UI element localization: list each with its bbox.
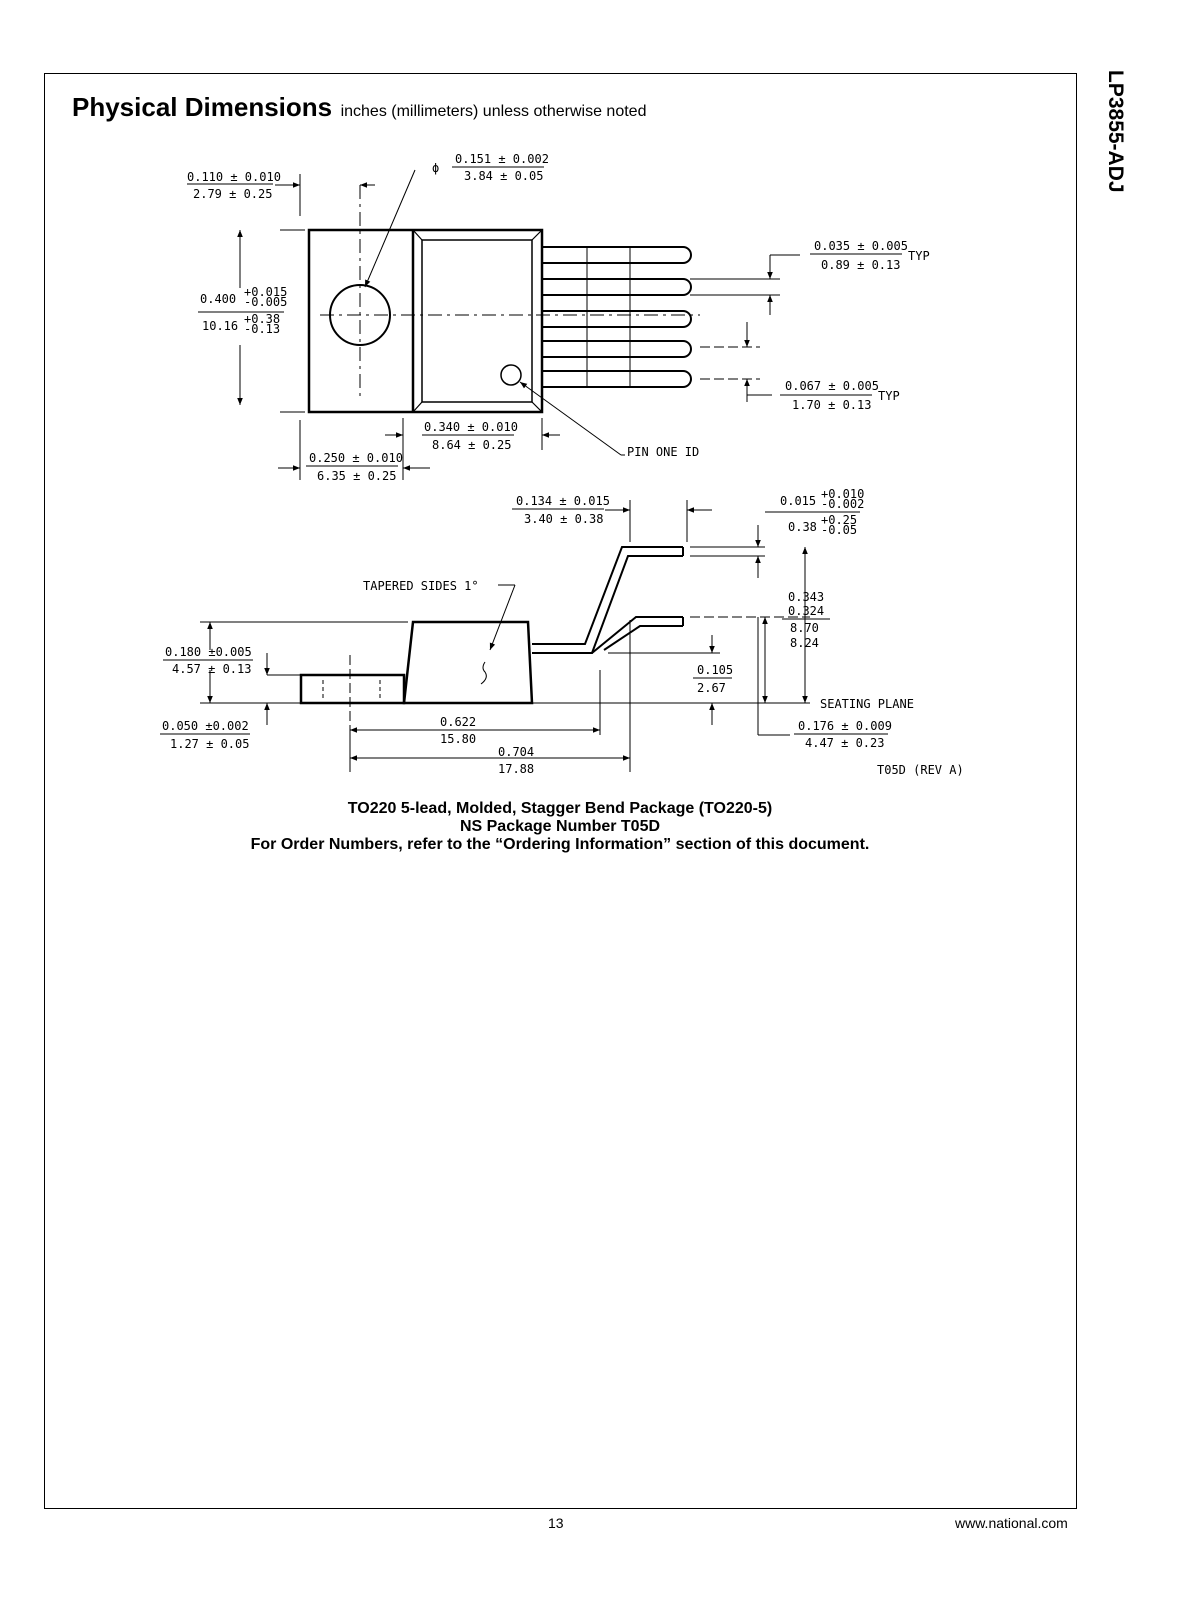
dim-0035-in: 0.035 ± 0.005 bbox=[814, 239, 908, 253]
dim-0176-in: 0.176 ± 0.009 bbox=[798, 719, 892, 733]
dim-447-mm: 4.47 ± 0.23 bbox=[805, 736, 884, 750]
caption-line-2: NS Package Number T05D bbox=[459, 818, 661, 835]
dim-0134-in: 0.134 ± 0.015 bbox=[516, 494, 610, 508]
dim-0324: 0.324 bbox=[788, 604, 824, 618]
dim-340-mm: 3.40 ± 0.38 bbox=[524, 512, 603, 526]
dim-1788-mm: 17.88 bbox=[498, 762, 534, 776]
section-heading: Physical Dimensions inches (millimeters)… bbox=[72, 92, 646, 123]
dim-0704-in: 0.704 bbox=[498, 745, 534, 759]
section-title: Physical Dimensions bbox=[72, 92, 333, 122]
dim-0105-in: 0.105 bbox=[697, 663, 733, 677]
pin-one-label: PIN ONE ID bbox=[627, 445, 699, 459]
mounting-tab bbox=[299, 673, 406, 705]
dim-0622-in: 0.622 bbox=[440, 715, 476, 729]
dim-089-mm: 0.89 ± 0.13 bbox=[821, 258, 900, 272]
dim-1016-tol-dn: -0.13 bbox=[244, 322, 280, 336]
dim-038-tol-up: +0.25 bbox=[821, 513, 857, 527]
revision-label: T05D (REV A) bbox=[877, 763, 964, 777]
dim-127-mm: 1.27 ± 0.05 bbox=[170, 737, 249, 751]
dim-0340-in: 0.340 ± 0.010 bbox=[424, 420, 518, 434]
dim-1580-mm: 15.80 bbox=[440, 732, 476, 746]
dim-870: 8.70 bbox=[790, 621, 819, 635]
figure-caption: TO220 5-lead, Molded, Stagger Bend Packa… bbox=[0, 800, 1120, 854]
top-view bbox=[237, 169, 800, 480]
seating-plane-label: SEATING PLANE bbox=[820, 697, 914, 711]
dim-0015-in: 0.015 bbox=[780, 494, 816, 508]
dim-0015-tol-up: +0.010 bbox=[821, 487, 864, 501]
dim-279-mm: 2.79 ± 0.25 bbox=[193, 187, 272, 201]
dim-0400-in: 0.400 bbox=[200, 292, 236, 306]
caption-line-3: For Order Numbers, refer to the “Orderin… bbox=[250, 836, 870, 853]
dim-0180-in: 0.180 ±0.005 bbox=[165, 645, 252, 659]
side-view bbox=[200, 500, 810, 772]
dim-635-mm: 6.35 ± 0.25 bbox=[317, 469, 396, 483]
dim-1016-tol-up: +0.38 bbox=[244, 312, 280, 326]
dim-0015-tol-dn: -0.002 bbox=[821, 497, 864, 511]
leads bbox=[542, 246, 692, 388]
dim-0110-in: 0.110 ± 0.010 bbox=[187, 170, 281, 184]
website-link[interactable]: www.national.com bbox=[955, 1515, 1068, 1531]
dim-0067-in: 0.067 ± 0.005 bbox=[785, 379, 879, 393]
dim-864-mm: 8.64 ± 0.25 bbox=[432, 438, 511, 452]
molded-body bbox=[402, 620, 534, 705]
dim-170-mm: 1.70 ± 0.13 bbox=[792, 398, 871, 412]
dim-0067-typ: TYP bbox=[878, 389, 900, 403]
dim-0050-in: 0.050 ±0.002 bbox=[162, 719, 249, 733]
dim-0035-typ: TYP bbox=[908, 249, 930, 263]
dim-0250-in: 0.250 ± 0.010 bbox=[309, 451, 403, 465]
diameter-symbol: ϕ bbox=[432, 161, 439, 175]
dim-0343: 0.343 bbox=[788, 590, 824, 604]
dim-038-mm: 0.38 bbox=[788, 520, 817, 534]
dim-0400-tol-dn: -0.005 bbox=[244, 295, 287, 309]
dim-1016-mm: 10.16 bbox=[202, 319, 238, 333]
caption-line-1: TO220 5-lead, Molded, Stagger Bend Packa… bbox=[347, 800, 773, 817]
side-view-labels: 0.134 ± 0.015 3.40 ± 0.38 0.015 +0.010 -… bbox=[160, 487, 964, 777]
package-drawing: 0.110 ± 0.010 2.79 ± 0.25 ϕ 0.151 ± 0.00… bbox=[160, 152, 964, 777]
dim-384-mm: 3.84 ± 0.05 bbox=[464, 169, 543, 183]
dim-0400-tol-up: +0.015 bbox=[244, 285, 287, 299]
tapered-sides-label: TAPERED SIDES 1° bbox=[363, 579, 479, 593]
section-subtitle: inches (millimeters) unless otherwise no… bbox=[340, 103, 647, 120]
dim-038-tol-dn: -0.05 bbox=[821, 523, 857, 537]
heatsink-area bbox=[421, 239, 533, 403]
dim-824: 8.24 bbox=[790, 636, 819, 650]
pin-one-marker bbox=[500, 364, 522, 386]
part-number-side-title: LP3855-ADJ bbox=[1104, 70, 1127, 193]
page-number: 13 bbox=[548, 1515, 564, 1531]
top-view-labels: 0.110 ± 0.010 2.79 ± 0.25 ϕ 0.151 ± 0.00… bbox=[187, 152, 930, 483]
package-body bbox=[307, 228, 544, 414]
dim-267-mm: 2.67 bbox=[697, 681, 726, 695]
dim-457-mm: 4.57 ± 0.13 bbox=[172, 662, 251, 676]
dim-0151-in: 0.151 ± 0.002 bbox=[455, 152, 549, 166]
page-border bbox=[44, 73, 1077, 1509]
